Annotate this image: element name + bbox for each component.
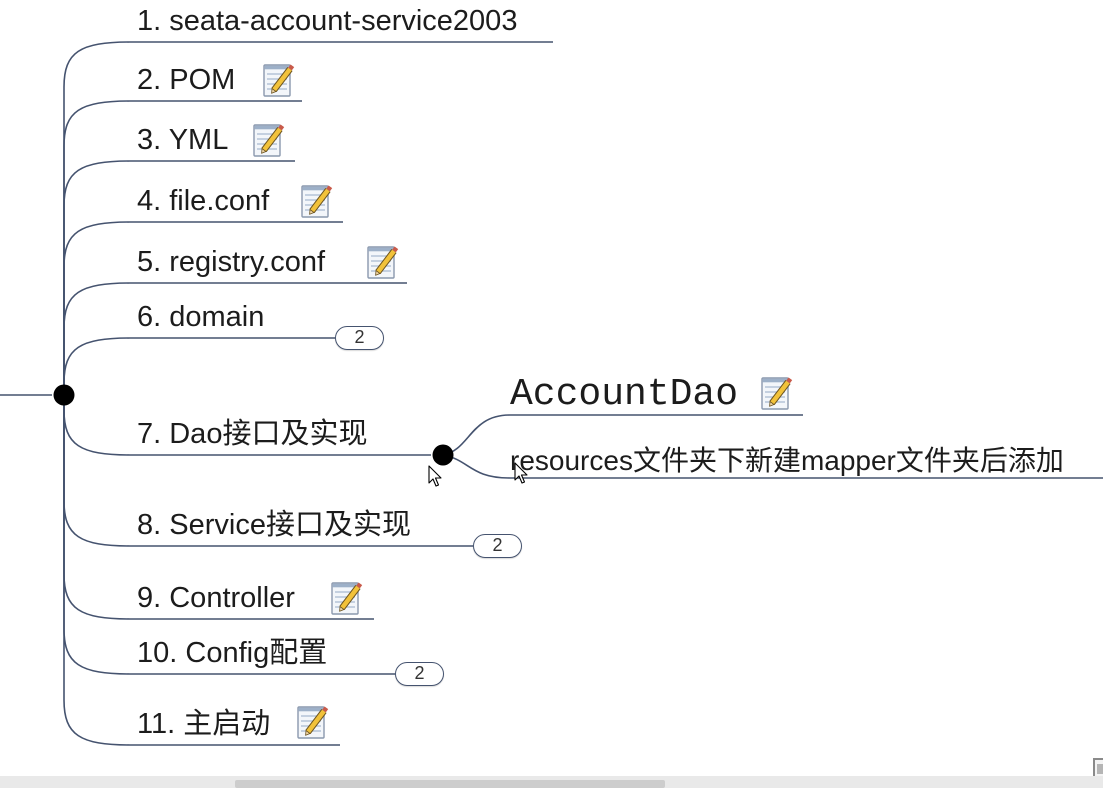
topic-file-conf[interactable]: 4. file.conf [137, 185, 270, 217]
dao-collapse-icon[interactable] [431, 443, 455, 467]
subtopic-account-dao[interactable]: AccountDao [510, 373, 739, 416]
branch-connector [63, 100, 302, 395]
branch-connector [63, 395, 340, 746]
topic-pom[interactable]: 2. POM [137, 64, 236, 96]
expand-badge-service[interactable]: 2 [473, 534, 522, 558]
mouse-pointer-icon [514, 462, 528, 484]
topic-yml[interactable]: 3. YML [137, 124, 229, 156]
note-icon[interactable] [330, 580, 364, 616]
branch-connector [63, 160, 295, 395]
branch-connector [63, 337, 335, 395]
note-icon[interactable] [262, 62, 296, 98]
topic-domain[interactable]: 6. domain [137, 301, 265, 333]
branch-connector [63, 41, 553, 395]
root-collapse-icon[interactable] [52, 383, 76, 407]
note-icon[interactable] [366, 244, 400, 280]
topic-service[interactable]: 8. Service接口及实现 [137, 509, 411, 541]
note-icon[interactable] [252, 122, 286, 158]
expand-badge-domain[interactable]: 2 [335, 326, 384, 350]
mouse-pointer-icon [428, 465, 442, 487]
topic-seata-account-service[interactable]: 1. seata-account-service2003 [137, 5, 518, 37]
note-icon[interactable] [760, 375, 794, 411]
topic-config[interactable]: 10. Config配置 [137, 637, 328, 669]
note-icon[interactable] [300, 183, 334, 219]
panel-toggle-inner [1097, 764, 1103, 774]
topic-registry-conf[interactable]: 5. registry.conf [137, 246, 326, 278]
expand-badge-config[interactable]: 2 [395, 662, 444, 686]
subtopic-resources-mapper[interactable]: resources文件夹下新建mapper文件夹后添加 [510, 445, 1064, 476]
topic-dao[interactable]: 7. Dao接口及实现 [137, 418, 368, 450]
branch-connector [63, 221, 343, 395]
note-icon[interactable] [296, 704, 330, 740]
branch-connector [63, 282, 407, 395]
scrollbar-thumb[interactable] [235, 780, 665, 788]
topic-controller[interactable]: 9. Controller [137, 582, 295, 614]
horizontal-scrollbar[interactable] [0, 776, 1103, 788]
topic-main-startup[interactable]: 11. 主启动 [137, 708, 271, 740]
